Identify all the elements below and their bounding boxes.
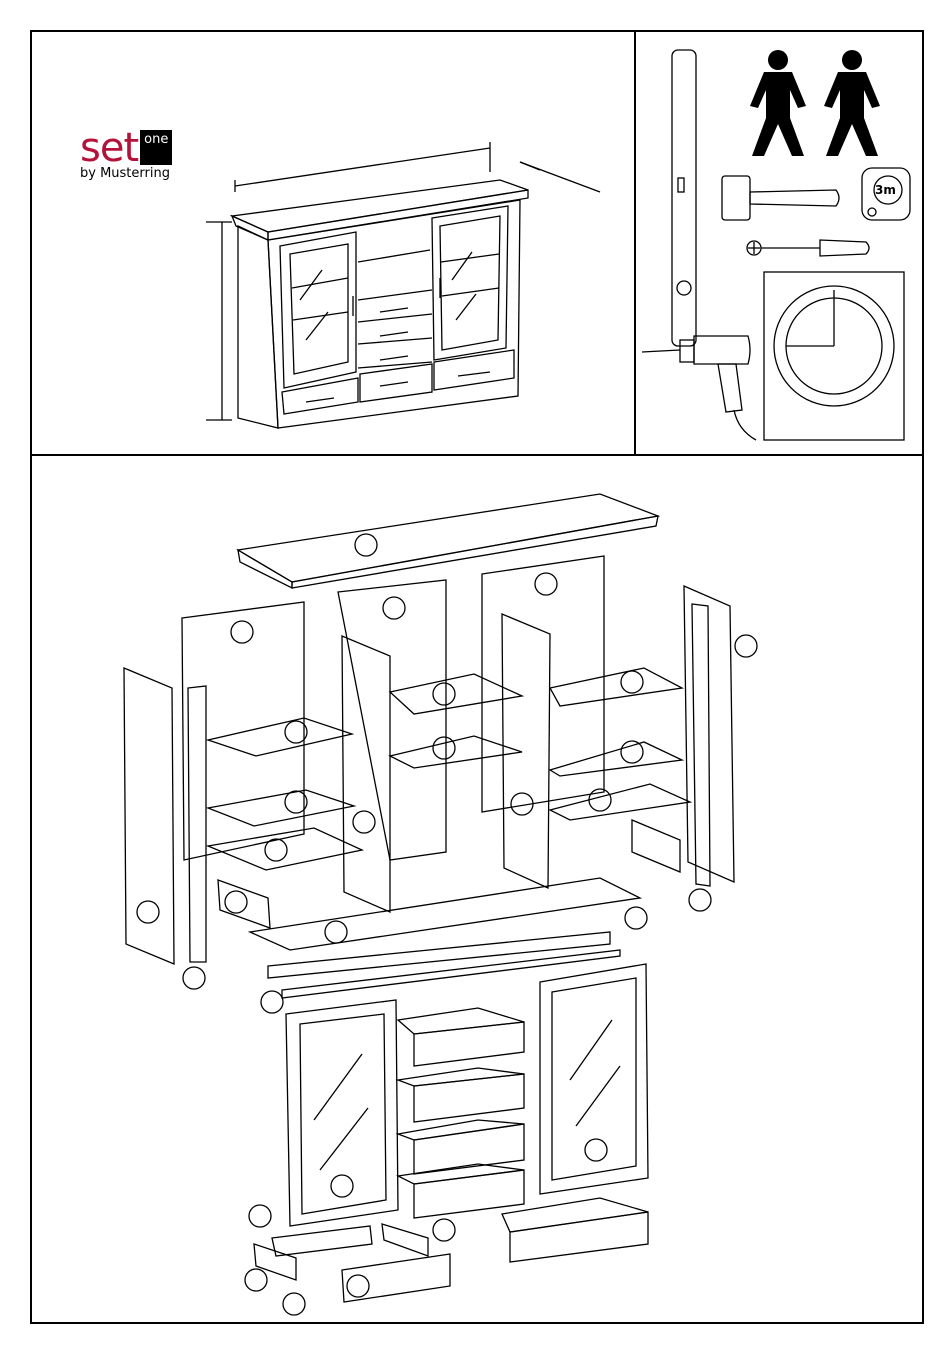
part-number-circles <box>137 534 757 1315</box>
cabinet-overview-drawing <box>206 142 600 428</box>
two-persons-icon <box>750 50 880 156</box>
clock-icon <box>764 272 904 440</box>
exploded-assembly-drawing <box>124 494 757 1315</box>
drill-icon <box>642 336 756 440</box>
hammer-icon <box>722 176 839 220</box>
level-icon <box>672 50 696 346</box>
tape-measure-label: 3m <box>875 183 896 197</box>
screwdriver-icon <box>747 240 869 256</box>
